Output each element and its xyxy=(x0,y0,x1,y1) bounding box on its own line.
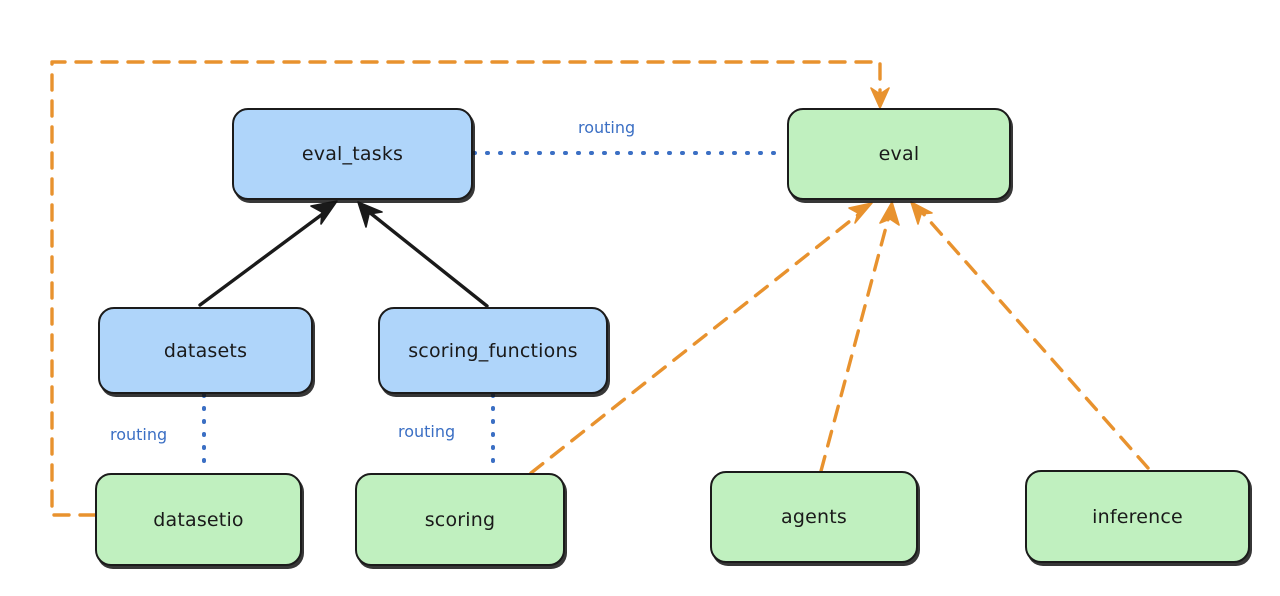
edge-label-routing-eval-tasks-eval: routing xyxy=(578,118,636,137)
node-agents[interactable]: agents xyxy=(710,471,918,563)
edge-inference-to-eval xyxy=(910,201,1150,470)
node-scoring-functions-label: scoring_functions xyxy=(408,339,578,362)
edge-datasetio-to-eval xyxy=(50,60,890,517)
edge-label-routing-datasets-datasetio: routing xyxy=(110,425,168,444)
node-datasetio[interactable]: datasetio xyxy=(95,473,302,566)
node-scoring-functions[interactable]: scoring_functions xyxy=(378,307,608,394)
node-eval-tasks[interactable]: eval_tasks xyxy=(232,108,473,200)
node-datasets[interactable]: datasets xyxy=(98,307,313,394)
node-eval-tasks-label: eval_tasks xyxy=(301,143,404,165)
node-agents-label: agents xyxy=(781,506,847,528)
edge-scoring-to-eval xyxy=(529,202,873,475)
node-eval-label: eval xyxy=(878,143,920,165)
edge-label-routing-scoring-functions-scoring: routing xyxy=(398,422,456,441)
edge-agents-to-eval xyxy=(819,201,900,473)
node-datasetio-label: datasetio xyxy=(153,508,244,531)
node-scoring[interactable]: scoring xyxy=(355,473,565,566)
node-inference-label: inference xyxy=(1092,505,1183,528)
edge-datasets-to-eval-tasks xyxy=(198,200,338,307)
node-scoring-label: scoring xyxy=(424,508,496,531)
node-eval[interactable]: eval xyxy=(787,108,1011,200)
edge-scoring-functions-to-eval-tasks xyxy=(357,201,489,308)
node-datasets-label: datasets xyxy=(163,339,248,362)
node-inference[interactable]: inference xyxy=(1025,470,1250,563)
